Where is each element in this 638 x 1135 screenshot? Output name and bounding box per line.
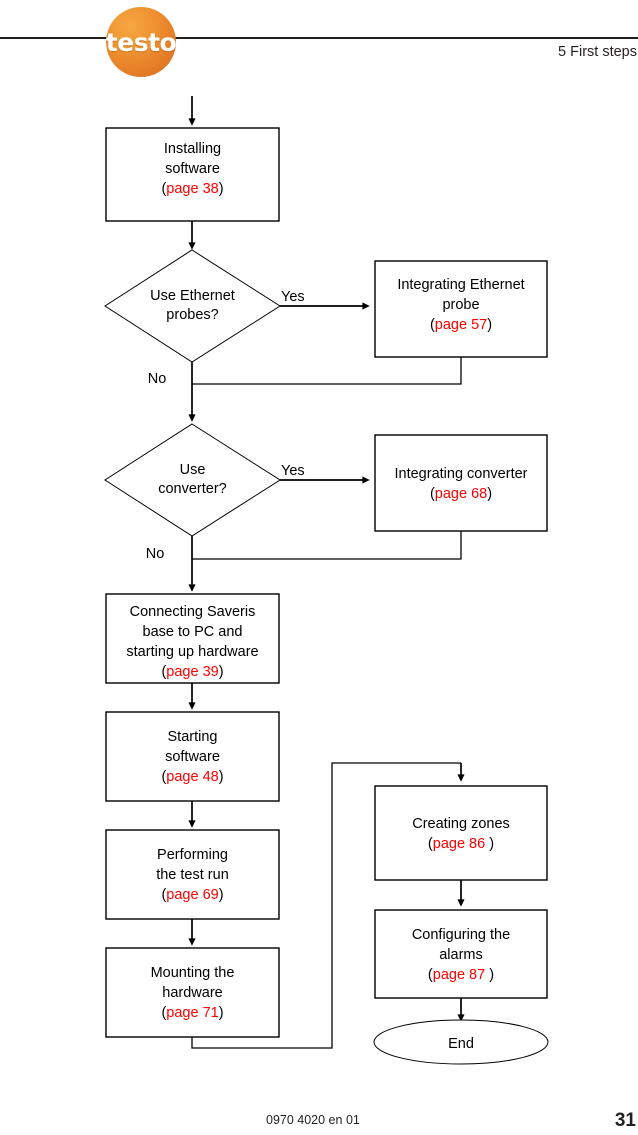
node-line-1: Mounting the — [151, 965, 235, 981]
header-divider-rule — [0, 37, 638, 39]
document-id: 0970 4020 en 01 — [266, 1113, 360, 1127]
flow-node-integrating-converter[interactable]: Integrating converter (page 68) — [374, 434, 548, 532]
node-line-2: software — [165, 161, 220, 177]
testo-logo: testo — [106, 7, 176, 77]
page-reference-link[interactable]: page 87 — [433, 967, 489, 983]
edge-label-converter-yes: Yes — [281, 463, 305, 479]
node-page-ref: (page 39) — [161, 664, 223, 680]
flow-node-use-ethernet-probes[interactable]: Use Ethernet probes? — [104, 249, 281, 363]
edge-label-ethernet-no: No — [148, 371, 167, 387]
node-line-2: hardware — [162, 985, 222, 1001]
node-line-1: Integrating Ethernet — [397, 277, 524, 293]
node-line-1: End — [448, 1036, 474, 1052]
page-reference-link[interactable]: page 86 — [433, 836, 489, 852]
testo-logo-wordmark: testo — [106, 28, 176, 57]
node-line-2: the test run — [156, 867, 229, 883]
flow-node-mounting-hardware[interactable]: Mounting the hardware (page 71) — [105, 947, 280, 1038]
node-page-ref: (page 57) — [430, 317, 492, 333]
node-line-2: probe — [442, 297, 479, 313]
node-line-2: base to PC and — [143, 624, 243, 640]
flow-node-creating-zones[interactable]: Creating zones (page 86 ) — [374, 785, 548, 881]
node-line-2: software — [165, 749, 220, 765]
node-line-1: Starting — [168, 729, 218, 745]
page-header: testo 5 First steps — [0, 0, 638, 90]
node-page-ref: (page 68) — [430, 486, 492, 502]
connector-converter-return — [192, 531, 462, 560]
flow-node-installing-software[interactable]: Installing software (page 38) — [105, 127, 280, 222]
node-page-ref: (page 48) — [161, 769, 223, 785]
node-line-1: Use Ethernet — [150, 288, 235, 304]
flow-node-connecting-saveris-base[interactable]: Connecting Saveris base to PC and starti… — [105, 593, 280, 684]
edge-label-converter-no: No — [146, 546, 165, 562]
node-line-1: Integrating converter — [395, 466, 528, 482]
node-line-1: Use — [180, 462, 206, 478]
page-reference-link[interactable]: page 57 — [435, 317, 487, 333]
node-line-2: probes? — [166, 307, 218, 323]
flow-node-end[interactable]: End — [373, 1019, 549, 1065]
node-page-ref: (page 71) — [161, 1005, 223, 1021]
node-page-ref: (page 38) — [161, 181, 223, 197]
flow-node-performing-test-run[interactable]: Performing the test run (page 69) — [105, 829, 280, 920]
node-line-3: starting up hardware — [126, 644, 258, 660]
node-line-1: Performing — [157, 847, 228, 863]
node-line-2: alarms — [439, 947, 483, 963]
page-footer: 0970 4020 en 01 31 — [0, 1093, 638, 1135]
node-line-1: Configuring the — [412, 927, 510, 943]
flow-node-configuring-alarms[interactable]: Configuring the alarms (page 87 ) — [374, 909, 548, 999]
connector-mounting-hardware-to-creating-zones — [191, 762, 461, 1049]
chapter-title: 5 First steps — [558, 44, 637, 60]
node-page-ref: (page 69) — [161, 887, 223, 903]
edge-label-ethernet-yes: Yes — [281, 289, 305, 305]
flow-node-starting-software[interactable]: Starting software (page 48) — [105, 711, 280, 802]
page-reference-link[interactable]: page 69 — [166, 887, 218, 903]
node-page-ref: (page 86 ) — [428, 836, 494, 852]
flow-node-use-converter[interactable]: Use converter? — [104, 423, 281, 537]
flowchart: Installing software (page 38) Use Ethern… — [0, 88, 638, 1068]
page-reference-link[interactable]: page 39 — [166, 664, 218, 680]
node-line-1: Connecting Saveris — [130, 604, 256, 620]
page-reference-link[interactable]: page 71 — [166, 1005, 218, 1021]
page-reference-link[interactable]: page 38 — [166, 181, 218, 197]
page-reference-link[interactable]: page 68 — [435, 486, 487, 502]
page-number: 31 — [614, 1110, 636, 1131]
node-line-2: converter? — [158, 481, 227, 497]
node-line-1: Creating zones — [412, 816, 510, 832]
connector-ethernet-probe-return — [192, 357, 462, 385]
node-line-1: Installing — [164, 141, 221, 157]
page-reference-link[interactable]: page 48 — [166, 769, 218, 785]
node-page-ref: (page 87 ) — [428, 967, 494, 983]
flow-node-integrating-ethernet-probe[interactable]: Integrating Ethernet probe (page 57) — [374, 260, 548, 358]
